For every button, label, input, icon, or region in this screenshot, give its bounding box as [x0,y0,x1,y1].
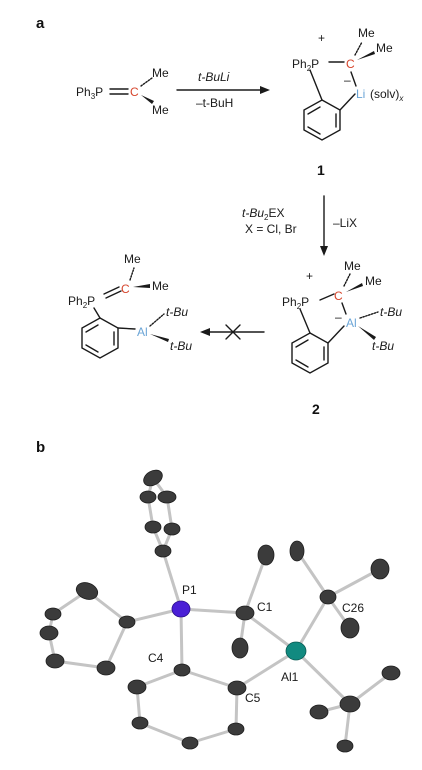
reactant-me-top: Me [152,66,169,80]
panel-label-a: a [36,15,45,32]
c1-carbanion-c: C [346,57,355,71]
yp-me2: Me [152,279,169,293]
label-c4: C4 [148,651,164,665]
arrow-step-2: t-Bu2EX X = Cl, Br –LiX [242,195,357,256]
arrow-step-1: t-BuLi –t-BuH [176,70,270,110]
panel-label-b: b [36,439,45,456]
c1-lithium: Li [356,87,365,101]
yp-aluminium: Al [137,325,148,339]
c1-me1: Me [358,26,375,40]
step2-reagent-left-1: t-Bu2EX [242,206,284,222]
c2-ph2p: Ph2P [282,295,309,311]
label-c1: C1 [257,600,273,614]
yp-me1: Me [124,252,141,266]
reactant-carbanion-c: C [130,85,139,99]
c2-tbu1: t-Bu [380,305,402,319]
reactant-me-bottom: Me [152,103,169,117]
c1-minus: – [344,73,351,87]
step1-reagent-above: t-BuLi [198,70,230,84]
c2-plus: + [306,269,313,283]
label-al1: Al1 [281,670,299,684]
carbon-atoms [39,469,401,753]
compound-1-number: 1 [317,162,325,178]
yp-ph2p: Ph2P [68,294,95,310]
c1-solvent: (solv)x [370,87,404,103]
phosphorus-atom [171,600,191,618]
c1-plus: + [318,31,325,45]
structure-bonds [47,476,393,748]
c2-me2: Me [365,274,382,288]
c2-aluminium: Al [346,316,357,330]
ylide-product: Ph2P C Me Me Al t-Bu t-Bu [68,252,192,359]
crystal-structure: P1 C1 C26 C4 Al1 C5 [39,469,401,753]
reactant-ylide: Ph3P C Me Me [76,66,169,117]
label-c26: C26 [342,601,364,615]
c2-carbanion-c: C [334,289,343,303]
yp-carbon: C [121,282,130,296]
compound-1: + Ph2P C Me Me – Li (solv)x 1 [292,26,404,178]
c1-me2: Me [376,41,393,55]
yp-tbu2: t-Bu [170,339,192,353]
arrow-step-3-blocked [200,324,265,340]
step2-reagent-left-2: X = Cl, Br [245,222,297,236]
reactant-ph3p: Ph3P [76,85,103,101]
aluminium-atom [285,641,307,661]
compound-2-number: 2 [312,401,320,417]
c1-ph2p: Ph2P [292,57,319,73]
c2-minus: – [335,310,342,324]
c2-tbu2: t-Bu [372,339,394,353]
label-p1: P1 [182,583,197,597]
step1-reagent-below: –t-BuH [196,96,233,110]
label-c5: C5 [245,691,261,705]
c2-me1: Me [344,259,361,273]
step2-reagent-right: –LiX [333,216,357,230]
yp-tbu1: t-Bu [166,305,188,319]
compound-2: + Ph2P C Me Me – Al t-Bu t-Bu 2 [282,259,402,417]
